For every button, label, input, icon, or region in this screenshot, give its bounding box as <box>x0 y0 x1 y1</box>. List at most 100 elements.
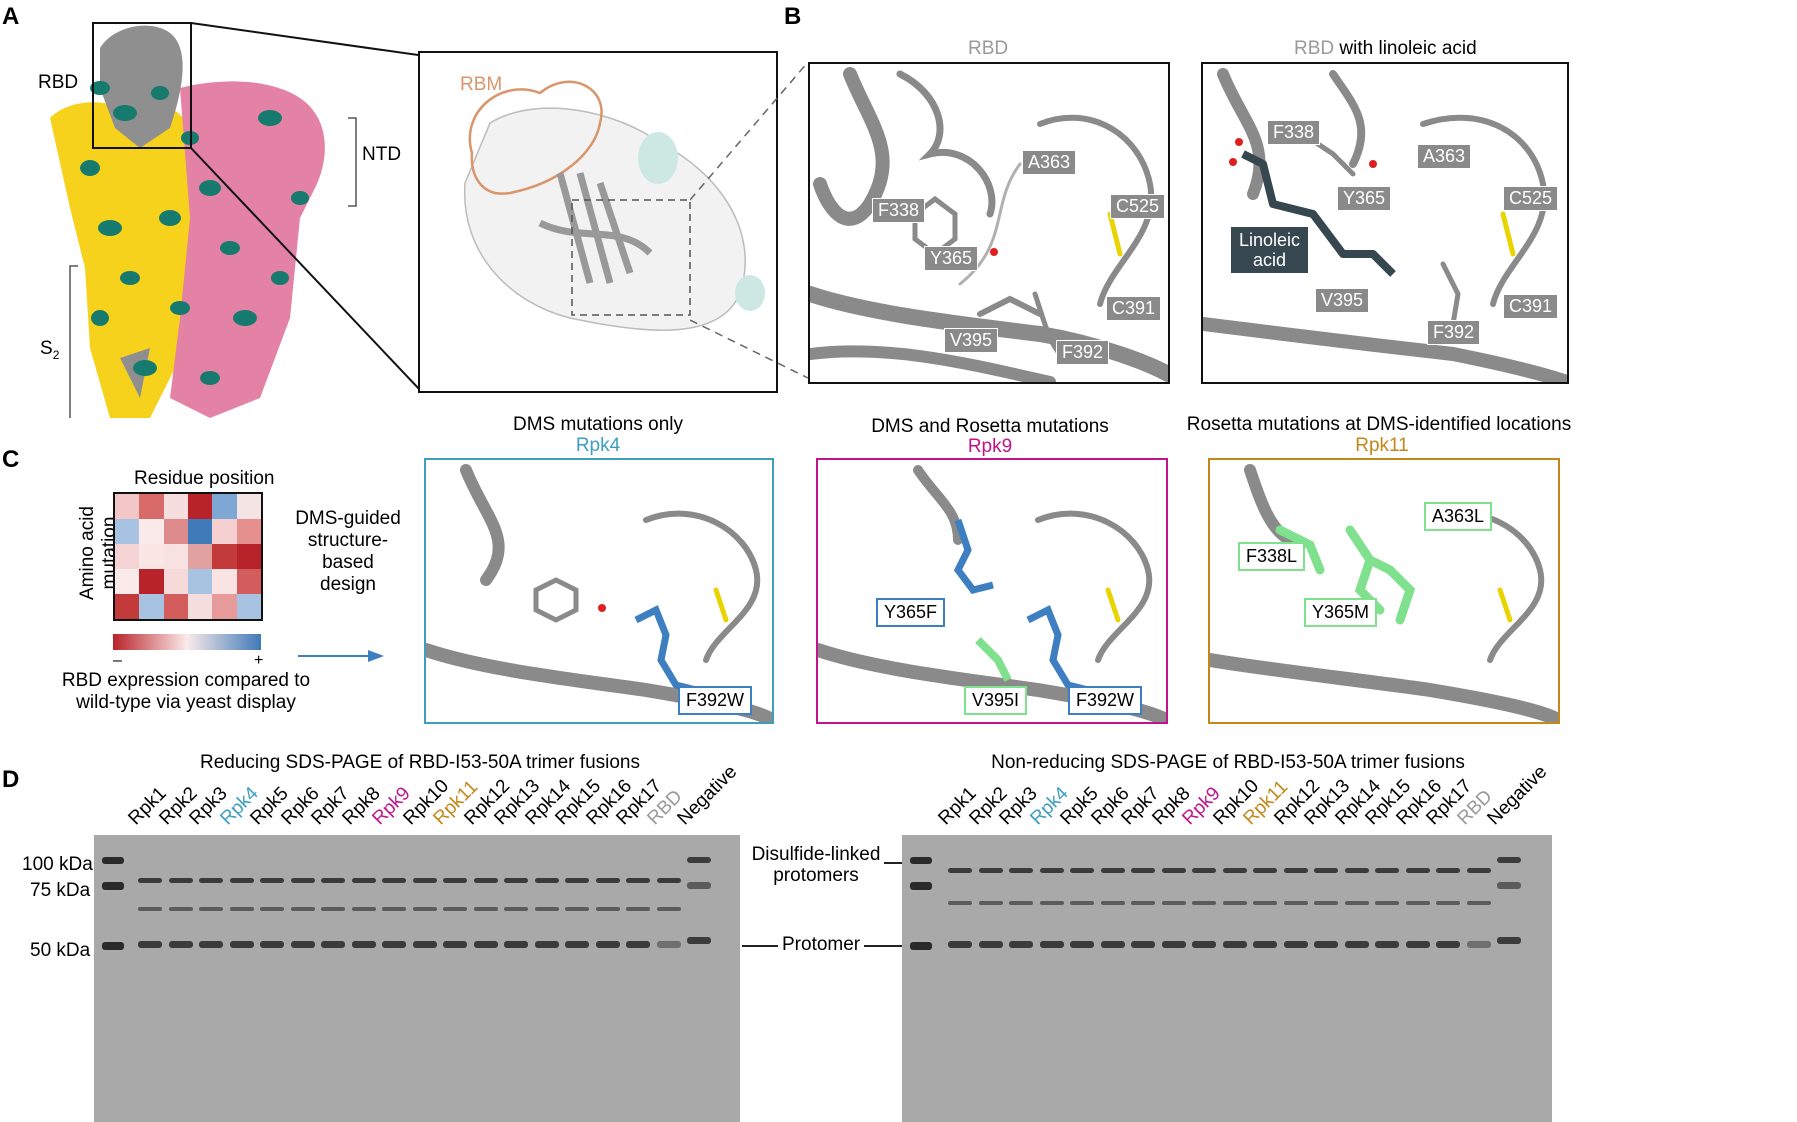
gel-band <box>534 878 559 883</box>
gel-band <box>260 941 284 948</box>
heatmap-cell <box>163 544 188 569</box>
mut-v395i: V395I <box>964 686 1028 715</box>
marker-75: 75 kDa <box>30 880 91 901</box>
heatmap-cell <box>188 544 213 569</box>
heatmap-cell <box>163 519 188 544</box>
heatmap-cell <box>188 494 213 519</box>
gel-band <box>1161 868 1186 873</box>
gel-band <box>290 941 315 948</box>
ladder-band <box>102 942 124 950</box>
mut-y365m: Y365M <box>1304 598 1378 627</box>
gel-band <box>1466 868 1491 873</box>
gel-band <box>443 878 467 883</box>
gel-band <box>443 907 467 911</box>
heatmap-cell <box>236 569 261 594</box>
gel-band <box>565 878 589 883</box>
reducing-gel <box>94 835 740 1122</box>
heatmap-cell <box>212 519 237 544</box>
gel-band <box>1039 941 1064 948</box>
ladder-band <box>910 857 932 864</box>
res-a363-b: A363 <box>1417 144 1472 169</box>
gel-band <box>1375 868 1399 873</box>
heatmap-cell <box>236 594 261 619</box>
gel-band <box>321 878 345 883</box>
gel-band <box>1100 868 1125 873</box>
res-c391: C391 <box>1106 296 1162 321</box>
gel-band <box>260 907 284 911</box>
ladder-band <box>102 857 124 864</box>
res-c391-b: C391 <box>1503 294 1559 319</box>
gel-band <box>1161 941 1186 948</box>
gel-band <box>1497 937 1521 944</box>
gel-band <box>1314 941 1338 948</box>
scale-max: + <box>254 652 264 669</box>
gel-band <box>504 941 528 948</box>
gel-band <box>504 878 528 883</box>
gel-band <box>473 941 498 948</box>
gel-band <box>1100 901 1125 905</box>
spike-protein-surface <box>50 22 420 418</box>
heatmap-cell <box>139 544 164 569</box>
design-1-title: DMS mutations only <box>512 414 683 435</box>
gel-band <box>1131 941 1155 948</box>
gel-band <box>1192 901 1216 905</box>
gel-band <box>687 882 711 889</box>
color-scale-bar <box>113 634 261 650</box>
gel-band <box>978 868 1003 873</box>
gel-band <box>321 907 345 911</box>
heatmap-cell <box>163 569 188 594</box>
heatmap-cell <box>115 569 140 594</box>
heatmap-cell <box>236 544 261 569</box>
gel-band <box>260 878 284 883</box>
heatmap-cell <box>115 519 140 544</box>
gel-band <box>1039 901 1064 905</box>
heatmap-cell <box>188 569 213 594</box>
res-v395-b: V395 <box>1315 288 1370 313</box>
gel-band <box>1222 901 1247 905</box>
res-f338-b: F338 <box>1267 120 1321 145</box>
heatmap-cell <box>212 594 237 619</box>
gel-band <box>443 941 467 948</box>
heatmap-cell <box>115 594 140 619</box>
gel-band <box>229 907 254 911</box>
gel-band <box>229 878 254 883</box>
heatmap-cell <box>139 594 164 619</box>
gel-band <box>1436 868 1460 873</box>
heatmap-cell <box>115 544 140 569</box>
gel-band <box>229 941 254 948</box>
heatmap-cell <box>236 519 261 544</box>
design-2-title: DMS and Rosetta mutations <box>871 416 1109 437</box>
gel-band <box>1405 941 1430 948</box>
rbd-zoom-box <box>418 51 778 393</box>
gel-band <box>1009 941 1033 948</box>
gel-band <box>534 907 559 911</box>
mut-f392w-1: F392W <box>678 686 753 715</box>
gel-band <box>595 907 620 911</box>
gel-band <box>412 878 437 883</box>
gel-band <box>382 878 406 883</box>
mut-f392w-2: F392W <box>1068 686 1143 715</box>
res-y365-b: Y365 <box>1337 186 1392 211</box>
gel-band <box>168 907 193 911</box>
protomer-tick-left <box>742 945 778 947</box>
heatmap-cell <box>188 519 213 544</box>
gel-band <box>199 941 223 948</box>
gel-band <box>1009 868 1033 873</box>
reducing-gel-title: Reducing SDS-PAGE of RBD-I53-50A trimer … <box>200 752 640 773</box>
gel-band <box>290 878 315 883</box>
heatmap-cell <box>236 494 261 519</box>
gel-band <box>1253 901 1277 905</box>
design-arrow <box>298 650 384 662</box>
res-v395: V395 <box>944 328 999 353</box>
res-c525: C525 <box>1110 194 1166 219</box>
ladder-band <box>910 882 932 890</box>
gel-band <box>351 878 376 883</box>
heatmap-cell <box>212 569 237 594</box>
design-1-name: Rpk4 <box>575 435 621 456</box>
gel-band <box>1405 868 1430 873</box>
design-3-view: F338L A363L Y365M <box>1208 458 1560 724</box>
design-3-name: Rpk11 <box>1355 435 1409 456</box>
